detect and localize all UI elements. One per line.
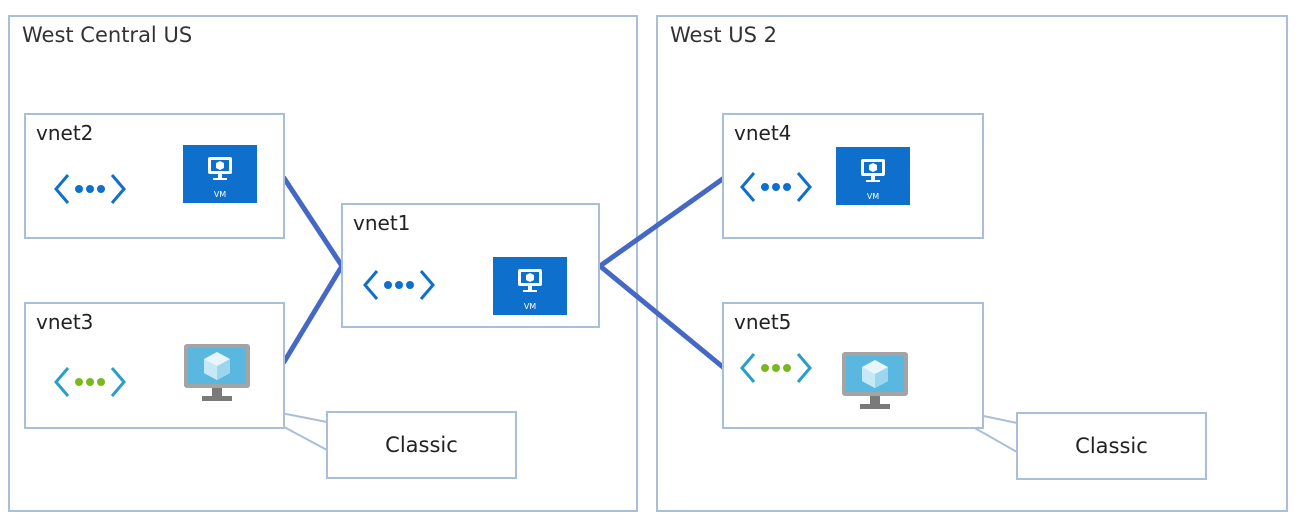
classic-virtual-network-icon xyxy=(740,353,812,383)
vnet5-box[interactable]: vnet5 xyxy=(722,302,984,429)
classic-callout-east: Classic xyxy=(1016,412,1207,480)
peering-line-vnet1-vnet5 xyxy=(597,263,727,371)
peering-line-vnet3-vnet1 xyxy=(281,263,345,365)
vnet-label: vnet3 xyxy=(36,310,94,334)
virtual-machine-icon: VM xyxy=(183,145,257,203)
classic-callout-west: Classic xyxy=(326,411,517,479)
classic-virtual-machine-icon xyxy=(842,352,908,409)
virtual-machine-icon: VM xyxy=(836,147,910,205)
vm-tile-label: VM xyxy=(866,192,880,201)
virtual-network-icon xyxy=(54,174,126,204)
region-title: West Central US xyxy=(22,23,193,47)
callout-text: Classic xyxy=(385,433,458,457)
vm-tile-label: VM xyxy=(523,302,537,311)
virtual-network-icon xyxy=(363,270,435,300)
vnet-label: vnet1 xyxy=(353,211,411,235)
classic-virtual-network-icon xyxy=(54,367,126,397)
virtual-network-icon xyxy=(740,172,812,202)
classic-virtual-machine-icon xyxy=(184,344,250,401)
callout-text: Classic xyxy=(1075,434,1148,458)
peering-line-vnet2-vnet1 xyxy=(281,175,345,269)
vnet4-box[interactable]: vnet4 VM xyxy=(722,113,984,239)
virtual-machine-icon: VM xyxy=(493,257,567,315)
vnet-label: vnet2 xyxy=(36,121,94,145)
vnet2-box[interactable]: vnet2 VM xyxy=(24,113,285,239)
vm-tile-label: VM xyxy=(213,190,227,199)
region-title: West US 2 xyxy=(670,23,778,47)
vnet1-box[interactable]: vnet1 VM xyxy=(341,203,600,328)
vnet3-box[interactable]: vnet3 xyxy=(24,302,285,429)
vnet-label: vnet5 xyxy=(734,310,792,334)
peering-line-vnet1-vnet4 xyxy=(597,175,727,269)
vnet-label: vnet4 xyxy=(734,121,792,145)
